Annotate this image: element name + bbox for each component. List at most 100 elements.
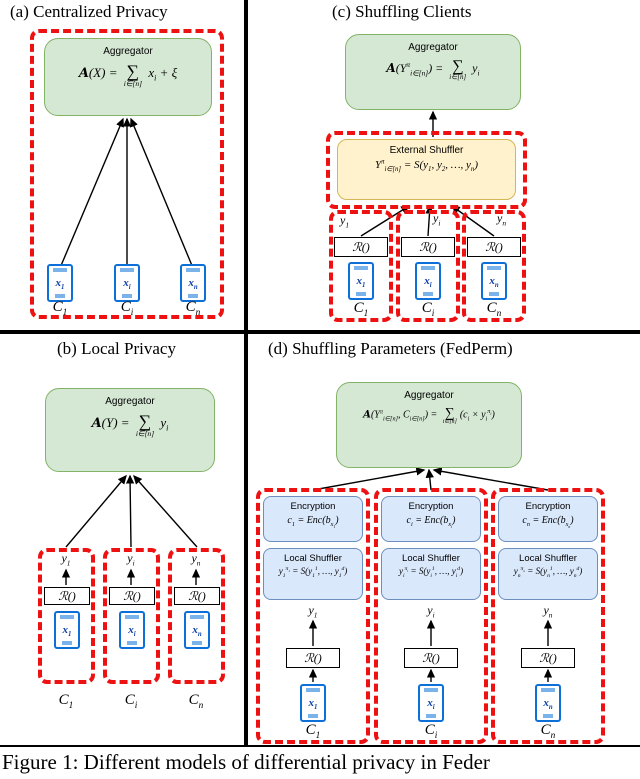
client-label: C1 <box>353 300 369 319</box>
client-boundary <box>374 488 488 744</box>
client-device-icon: x1 <box>54 611 80 649</box>
encryption-label: Encryption <box>408 501 454 512</box>
local-shuffler-box: Local Shuffler y1π1 = S(y11, …, y1d) <box>263 548 363 600</box>
client-label: Cn <box>185 299 201 318</box>
client-label: C1 <box>52 299 68 318</box>
local-shuffler-label: Local Shuffler <box>519 553 577 564</box>
client-device-icon: xi <box>119 611 145 649</box>
local-shuffler-box: Local Shuffler yiπi = S(yi1, …, yid) <box>381 548 481 600</box>
client-device-icon: xn <box>184 611 210 649</box>
aggregator-formula-c: A(Yπi∈[n]) = ∑i∈[n] yi <box>386 57 480 82</box>
device-value-label: x1 <box>55 277 65 292</box>
client-device-icon: x1 <box>348 262 374 300</box>
aggregator-label: Aggregator <box>404 390 454 401</box>
randomized-output-label: y1 <box>61 551 71 568</box>
aggregator-box-b: Aggregator A(Y) = ∑i∈[n] yi <box>45 388 215 472</box>
randomizer-box: ℛ() <box>109 587 155 605</box>
local-shuffler-formula: yiπi = S(yi1, …, yid) <box>398 566 464 579</box>
client-boundary <box>103 548 160 684</box>
client-boundary <box>38 548 95 684</box>
privacy-boundary-a <box>30 29 224 319</box>
device-value-label: x1 <box>308 697 318 712</box>
client-boundary <box>329 210 393 322</box>
device-value-label: xn <box>188 277 198 292</box>
external-shuffler-label: External Shuffler <box>389 145 464 156</box>
device-value-label: xn <box>489 275 499 290</box>
randomizer-box: ℛ() <box>467 237 521 257</box>
encryption-box: Encryption cn = Enc(bxn) <box>498 496 598 542</box>
encryption-formula: cn = Enc(bxn) <box>522 515 574 530</box>
device-value-label: x1 <box>356 275 366 290</box>
divider-horizontal <box>0 330 640 334</box>
encryption-formula: ci = Enc(bxi) <box>406 515 456 530</box>
device-value-label: xn <box>543 697 553 712</box>
figure-bottom-rule <box>0 745 640 747</box>
randomized-output-label: yn <box>497 211 507 228</box>
client-device-icon: xn <box>180 264 206 302</box>
client-device-icon: xn <box>481 262 507 300</box>
device-value-label: xi <box>427 697 435 712</box>
aggregator-box-d: Aggregator A(Yπi∈[n], Ci∈[n]) = ∑i∈[n](c… <box>336 382 522 468</box>
arrow <box>425 468 434 491</box>
local-shuffler-formula: y1π1 = S(y11, …, y1d) <box>278 566 348 579</box>
randomized-output-label: yi <box>433 211 441 228</box>
client-label: Cn <box>486 300 502 319</box>
randomized-output-label: yn <box>543 603 553 620</box>
aggregator-box-a: Aggregator A(X) = ∑i∈[n] xi + ξ <box>44 38 212 116</box>
arrow <box>432 467 549 491</box>
encryption-box: Encryption c1 = Enc(bx1) <box>263 496 363 542</box>
encryption-label: Encryption <box>290 501 336 512</box>
randomized-output-label: y1 <box>308 603 318 620</box>
randomizer-box: ℛ() <box>521 648 575 668</box>
encryption-label: Encryption <box>525 501 571 512</box>
client-boundary <box>256 488 370 744</box>
shuffler-boundary <box>326 131 527 209</box>
client-label: Cn <box>188 692 204 711</box>
aggregator-box-c: Aggregator A(Yπi∈[n]) = ∑i∈[n] yi <box>345 34 521 110</box>
device-value-label: xi <box>123 277 131 292</box>
randomizer-box: ℛ() <box>44 587 90 605</box>
client-label: C1 <box>305 722 321 741</box>
randomized-output-label: yi <box>427 603 435 620</box>
randomized-output-label: yn <box>191 551 201 568</box>
aggregator-formula-a: A(X) = ∑i∈[n] xi + ξ <box>78 61 178 88</box>
shuffler-formula: Yπi∈[n] = S(y1, y2, …, yn) <box>374 158 478 174</box>
client-label: Ci <box>124 692 138 711</box>
randomizer-box: ℛ() <box>174 587 220 605</box>
aggregator-label: Aggregator <box>103 46 153 57</box>
arrow <box>312 467 426 491</box>
client-boundary <box>491 488 605 744</box>
local-shuffler-label: Local Shuffler <box>402 553 460 564</box>
client-label: Ci <box>120 299 134 318</box>
device-value-label: xn <box>192 624 202 639</box>
divider-vertical <box>244 0 248 746</box>
panel-d-title: (d) Shuffling Parameters (FedPerm) <box>268 339 513 358</box>
arrow <box>125 474 135 548</box>
randomizer-box: ℛ() <box>334 237 388 257</box>
client-device-icon: x1 <box>300 684 326 722</box>
client-boundary <box>168 548 225 684</box>
panel-c-title: (c) Shuffling Clients <box>332 2 472 21</box>
figure-caption: Figure 1: Different models of differenti… <box>2 750 490 774</box>
client-device-icon: x1 <box>47 264 73 302</box>
arrow <box>65 474 127 548</box>
randomized-output-label: y1 <box>340 213 350 230</box>
local-shuffler-box: Local Shuffler ynπn = S(yn1, …, ynd) <box>498 548 598 600</box>
randomizer-box: ℛ() <box>404 648 458 668</box>
client-device-icon: xi <box>114 264 140 302</box>
randomized-output-label: yi <box>127 551 135 568</box>
aggregator-formula-d: A(Yπi∈[n], Ci∈[n]) = ∑i∈[n](ci × yiπi) <box>363 405 495 425</box>
aggregator-label: Aggregator <box>408 42 458 53</box>
client-label: Cn <box>540 722 556 741</box>
device-value-label: x1 <box>62 624 72 639</box>
aggregator-formula-b: A(Y) = ∑i∈[n] yi <box>91 411 169 438</box>
device-value-label: xi <box>424 275 432 290</box>
local-shuffler-formula: ynπn = S(yn1, …, ynd) <box>513 566 583 579</box>
client-label: Ci <box>421 300 435 319</box>
client-boundary <box>462 210 526 322</box>
client-device-icon: xi <box>415 262 441 300</box>
client-device-icon: xn <box>535 684 561 722</box>
client-label: C1 <box>58 692 74 711</box>
client-boundary <box>396 210 460 322</box>
